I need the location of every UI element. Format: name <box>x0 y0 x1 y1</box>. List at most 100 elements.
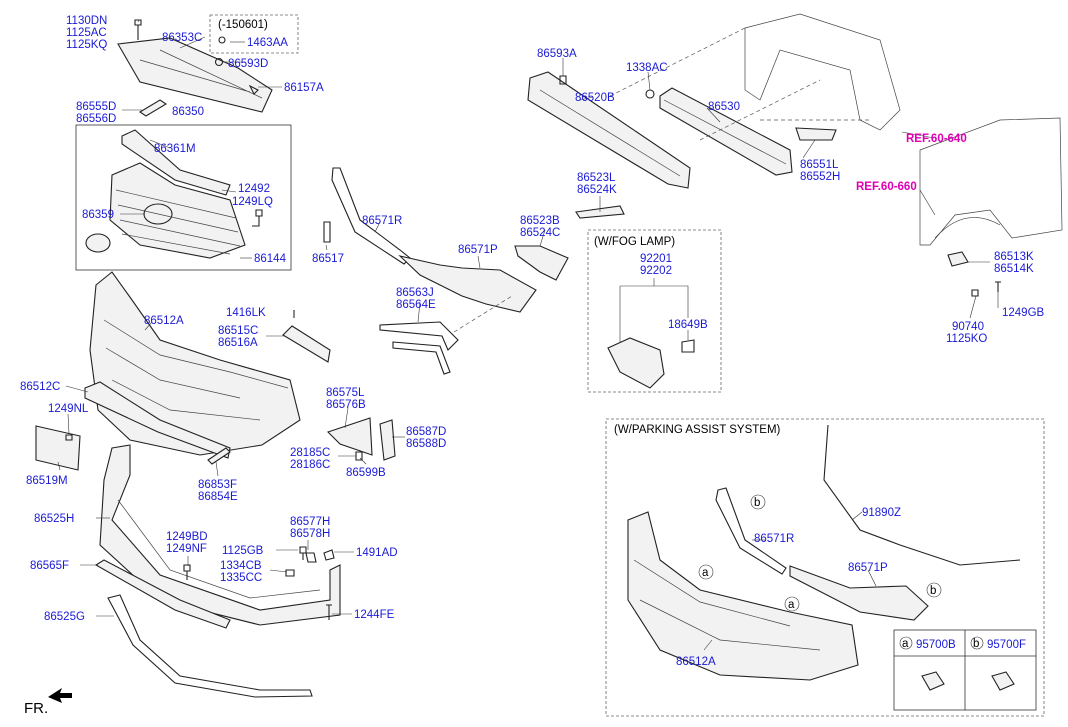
label-86513K: 86513K <box>994 251 1034 263</box>
label-86144: 86144 <box>254 253 287 265</box>
label-86571P: 86571P <box>458 244 498 256</box>
label-86578H: 86578H <box>290 528 330 540</box>
label-86565F: 86565F <box>30 560 69 572</box>
label-86571R: 86571R <box>362 215 402 227</box>
fog-lamp-box <box>587 229 722 393</box>
label-1491AD: 1491AD <box>356 547 398 559</box>
label-86599B: 86599B <box>346 467 386 479</box>
label-86515C: 86515C <box>218 325 258 337</box>
label-86516A: 86516A <box>218 337 258 349</box>
energy-absorber-86520B <box>527 71 691 189</box>
label-ref-60-660: REF.60-660 <box>856 181 917 193</box>
label-direction: FR. <box>24 700 48 717</box>
label-28186C: 28186C <box>290 459 330 471</box>
marker-a-2: a <box>788 599 795 611</box>
label-86157A: 86157A <box>284 82 324 94</box>
label-86359: 86359 <box>82 209 114 221</box>
label-86853F: 86853F <box>198 479 237 491</box>
strip-86525G <box>107 594 313 698</box>
label-86587D: 86587D <box>406 426 446 438</box>
pas-bumper-shape <box>627 511 859 681</box>
label-86563J: 86563J <box>396 287 434 299</box>
part-labels: 1130DN 1125AC 1125KQ 86353C (-150601) 14… <box>20 15 1045 717</box>
label-1244FE: 1244FE <box>354 609 395 621</box>
label-86588D: 86588D <box>406 438 446 450</box>
label-86519M: 86519M <box>26 475 68 487</box>
label-86520B: 86520B <box>575 92 615 104</box>
label-86575L: 86575L <box>326 387 365 399</box>
label-1249NF: 1249NF <box>166 543 207 555</box>
label-86353C: 86353C <box>162 32 202 44</box>
parking-assist-box <box>605 418 1045 717</box>
fog-lamp-shape <box>607 337 665 389</box>
label-1125KO: 1125KO <box>946 333 987 345</box>
front-arrow-icon <box>48 688 72 703</box>
label-86593D: 86593D <box>228 58 268 70</box>
pas-garnish-shape <box>715 487 787 575</box>
label-92201: 92201 <box>640 253 672 265</box>
legend-b-marker: b <box>973 638 979 650</box>
label-91890Z: 91890Z <box>862 507 901 519</box>
label-1335CC: 1335CC <box>220 572 262 584</box>
label-1249NL: 1249NL <box>48 403 89 415</box>
bumper-beam-86530 <box>659 87 793 176</box>
label-1130DN: 1130DN <box>66 15 107 27</box>
marker-a-1: a <box>702 567 709 579</box>
label-1125AC: 1125AC <box>66 27 107 39</box>
label-90740: 90740 <box>952 321 984 333</box>
label-86512A: 86512A <box>144 315 184 327</box>
label-1125KQ: 1125KQ <box>66 39 107 51</box>
label-86361M: 86361M <box>154 143 196 155</box>
label-92202: 92202 <box>640 265 672 277</box>
garnish-86515C <box>282 325 331 363</box>
label-1338AC: 1338AC <box>626 62 668 74</box>
license-bracket-86519M <box>35 425 81 471</box>
radiator-grille-shape <box>109 162 246 259</box>
label-86350: 86350 <box>172 106 204 118</box>
label-1249LQ: 1249LQ <box>232 196 273 208</box>
label-86564E: 86564E <box>396 299 436 311</box>
marker-b-2: b <box>930 585 936 597</box>
label-86512A-pas: 86512A <box>676 656 716 668</box>
label-1249BD: 1249BD <box>166 531 208 543</box>
emblem-loose <box>85 233 111 253</box>
label-1334CB: 1334CB <box>220 560 262 572</box>
label-1416LK: 1416LK <box>226 307 266 319</box>
label-1125GB: 1125GB <box>222 545 264 557</box>
legend-a-marker: a <box>902 638 909 650</box>
drl-86571P <box>398 255 537 313</box>
label-variant: (-150601) <box>218 19 268 31</box>
lower-bumper-86525H <box>99 444 341 626</box>
drawing-layer <box>35 13 1063 717</box>
label-1249GB: 1249GB <box>1002 307 1045 319</box>
label-86571P-pas: 86571P <box>848 562 888 574</box>
label-86555D: 86555D <box>76 101 116 113</box>
label-86551L: 86551L <box>800 159 839 171</box>
label-86512C: 86512C <box>20 381 60 393</box>
leader-lines <box>57 19 999 651</box>
label-86530: 86530 <box>708 101 740 113</box>
label-86524C: 86524C <box>520 227 560 239</box>
label-parking-assist: (W/PARKING ASSIST SYSTEM) <box>614 424 781 436</box>
sensor-95700F-shape <box>991 671 1015 691</box>
label-86524K: 86524K <box>577 184 617 196</box>
marker-b-1: b <box>754 497 760 509</box>
body-structure-outline <box>744 13 901 131</box>
label-28185C: 28185C <box>290 447 330 459</box>
label-86514K: 86514K <box>994 263 1034 275</box>
grille-assembly-box <box>75 124 292 271</box>
label-fog-lamp: (W/FOG LAMP) <box>594 236 675 248</box>
variant-box <box>209 14 299 54</box>
bolt-1130DN <box>134 19 142 40</box>
label-86525G: 86525G <box>44 611 85 623</box>
wiring-harness-91890Z <box>823 424 1021 566</box>
label-86571R-pas: 86571R <box>754 533 794 545</box>
label-86523L: 86523L <box>577 172 616 184</box>
label-86854E: 86854E <box>198 491 238 503</box>
bracket-86555D <box>138 99 168 117</box>
label-86552H: 86552H <box>800 171 840 183</box>
legend-b-part: 95700F <box>987 639 1026 651</box>
upper-cover-shape <box>117 37 273 113</box>
pas-drl-shape <box>789 565 929 621</box>
